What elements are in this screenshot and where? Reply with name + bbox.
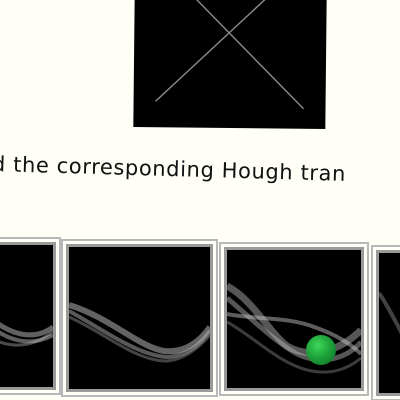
hough-thumbnail-2[interactable] — [66, 244, 213, 392]
hough-thumbnail-1[interactable] — [0, 242, 56, 390]
green-dot-icon[interactable] — [306, 335, 336, 365]
hough-thumbnail-3[interactable] — [224, 247, 364, 391]
hough-curves-1 — [0, 321, 53, 347]
instruction-caption: d the corresponding Hough tran — [0, 152, 347, 186]
hough-curves-2 — [69, 302, 210, 363]
hough-curves-4 — [379, 291, 400, 335]
source-image-x-lines — [133, 0, 327, 130]
x-lines-icon — [155, 0, 305, 110]
hough-curves-3 — [227, 282, 361, 374]
hough-thumbnail-4[interactable] — [376, 250, 400, 396]
